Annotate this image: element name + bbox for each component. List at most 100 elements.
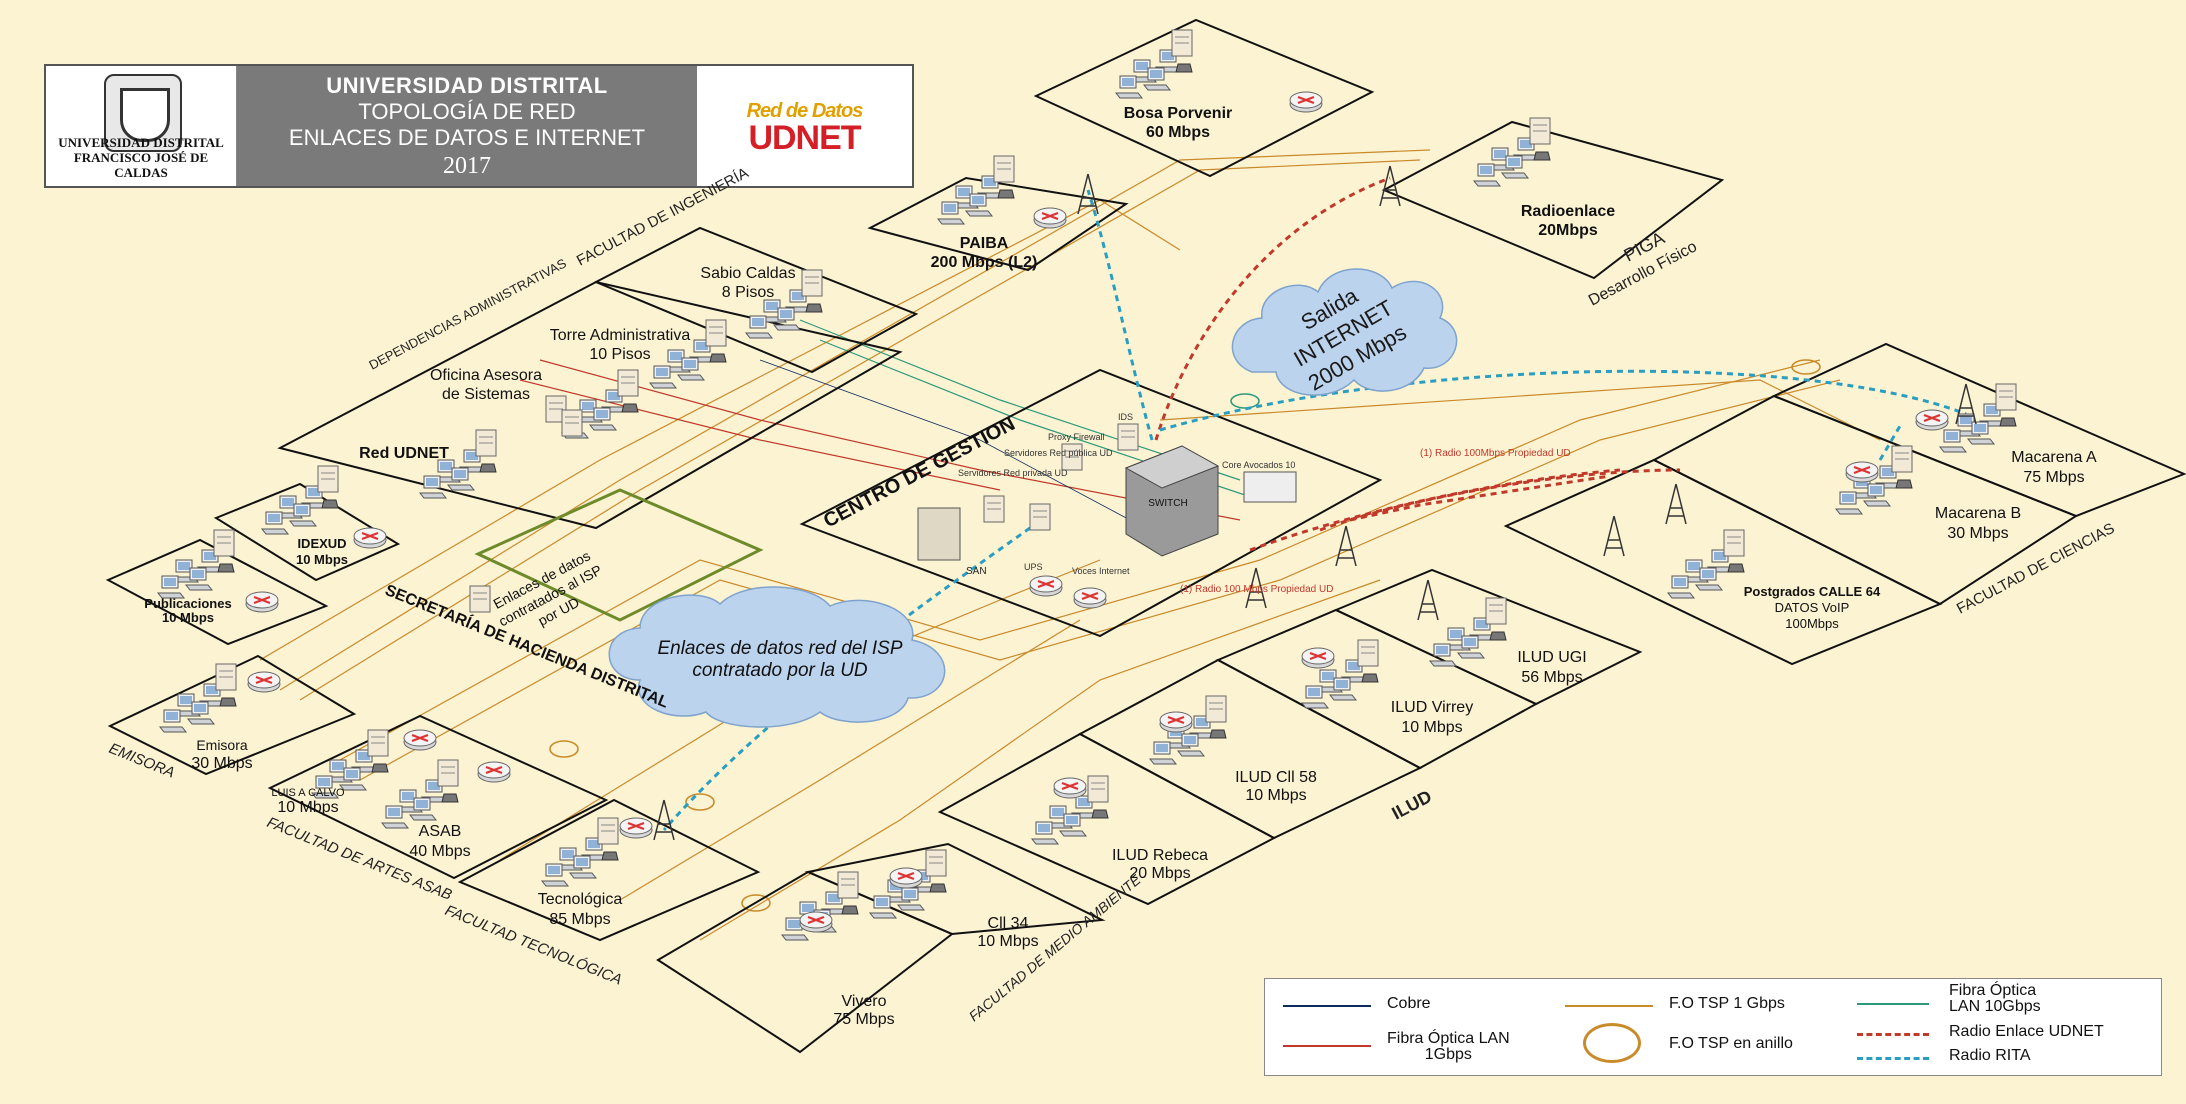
university-logo: UNIVERSIDAD DISTRITAL FRANCISCO JOSÉ DE … — [46, 66, 237, 186]
rebeca-name: ILUD Rebeca — [1112, 847, 1208, 864]
ugi-workgroup-icon — [1430, 598, 1506, 666]
macarena-b-name: Macarena B — [1935, 505, 2021, 522]
paiba-speed: 200 Mbps (L2) — [931, 254, 1038, 271]
router-icon — [402, 728, 438, 752]
isp-line1: Enlaces de datos red del ISP — [657, 638, 902, 659]
outline-admin — [277, 280, 903, 530]
router-icon — [618, 816, 654, 840]
outline-centro — [799, 368, 1383, 638]
internet-cloud: Salida INTERNET 2000 Mbps — [1231, 268, 1458, 396]
radio-notes: (1) Radio 100Mbps Propiedad UD (1) Radio… — [1180, 448, 1571, 595]
router-icon — [1028, 574, 1064, 598]
outline-paiba — [867, 176, 1129, 272]
header-banner: UNIVERSIDAD DISTRITAL FRANCISCO JOSÉ DE … — [44, 64, 914, 188]
asab-speed: 40 Mbps — [409, 843, 470, 860]
postgrados-workgroup-icon — [1668, 530, 1744, 598]
isp-line2: contratado por la UD — [692, 660, 868, 681]
router-icon — [352, 526, 388, 550]
header-title: UNIVERSIDAD DISTRITAL TOPOLOGÍA DE RED E… — [237, 66, 697, 186]
outline-idexud — [213, 482, 401, 582]
brand-top: Red de Datos — [746, 99, 864, 122]
antenna-icon — [1665, 483, 1687, 525]
brand-main: UDNET — [748, 118, 861, 157]
radioenlace-name: Radioenlace — [1521, 203, 1615, 220]
voices-label: Voces Internet — [1072, 566, 1130, 576]
router-icon — [888, 866, 924, 890]
calvo-name: LUIS A CALVO — [271, 787, 345, 799]
virrey-name: ILUD Virrey — [1391, 699, 1473, 716]
publicaciones-name: Publicaciones — [144, 596, 231, 611]
bosa-speed: 60 Mbps — [1146, 124, 1210, 141]
radioenlace-workgroup-icon — [1474, 118, 1550, 186]
postgrados-name: Postgrados CALLE 64 — [1744, 584, 1881, 599]
server-rack-icon — [561, 409, 583, 437]
router-icon — [1072, 586, 1108, 610]
outline-ilud-rebeca — [937, 732, 1277, 906]
rebeca-speed: 20 Mbps — [1129, 865, 1190, 882]
router-icon — [1300, 646, 1336, 670]
paiba-workgroup-icon — [938, 156, 1014, 224]
outline-enlaces-isp — [474, 488, 764, 622]
tecnologica-workgroup-icon — [542, 818, 618, 886]
outline-tecnologica — [457, 798, 761, 942]
site-outlines — [105, 18, 2186, 1054]
vivero-name: Vivero — [841, 993, 886, 1010]
proxy-label: Proxy Firewall — [1048, 432, 1105, 442]
cll58-speed: 10 Mbps — [1245, 787, 1306, 804]
publicaciones-speed: 10 Mbps — [162, 610, 214, 625]
radio-note-2: (1) Radio 100 Mbps Propiedad UD — [1180, 584, 1333, 595]
group-dependencias: DEPENDENCIAS ADMINISTRATIVAS — [366, 255, 569, 372]
node-labels: Bosa Porvenir 60 Mbps PAIBA 200 Mbps (L2… — [144, 105, 2097, 1028]
cll58-workgroup-icon — [1150, 696, 1226, 764]
publicaciones-workgroup-icon — [158, 530, 234, 598]
legend-fo-tsp-swatch — [1565, 1005, 1653, 1007]
switch-label: SWITCH — [1148, 498, 1187, 509]
torre-speed: 10 Pisos — [589, 346, 650, 363]
macarena-b-speed: 30 Mbps — [1947, 525, 2008, 542]
postgrados-speed: 100Mbps — [1785, 616, 1839, 631]
sabio-speed: 8 Pisos — [722, 284, 774, 301]
cll58-name: ILUD Cll 58 — [1235, 769, 1317, 786]
ups-label: UPS — [1024, 562, 1043, 572]
router-icon — [476, 760, 512, 784]
isp-cloud: Enlaces de datos red del ISP contratado … — [608, 586, 946, 728]
san-icon — [917, 507, 961, 561]
udnet-workgroup-icon — [420, 430, 496, 498]
macarena-a-name: Macarena A — [2011, 449, 2097, 466]
hacienda-server-icon — [469, 585, 491, 613]
oficina-name: Oficina Asesora — [430, 367, 542, 384]
emisora-name: Emisora — [196, 737, 248, 753]
title-year: 2017 — [443, 152, 491, 179]
router-icon — [1158, 710, 1194, 734]
server-icon — [1029, 503, 1051, 531]
macarena-b-workgroup-icon — [1836, 446, 1912, 514]
sabio-name: Sabio Caldas — [700, 265, 795, 282]
idexud-speed: 10 Mbps — [296, 552, 348, 567]
ugi-speed: 56 Mbps — [1521, 669, 1582, 686]
radioenlace-speed: 20Mbps — [1538, 222, 1598, 239]
legend-radio-rita-swatch — [1857, 1057, 1929, 1060]
fo-ring-symbols — [549, 359, 1821, 912]
outline-cll34 — [804, 842, 1106, 936]
org-name-line1: UNIVERSIDAD DISTRITAL — [58, 135, 224, 150]
bosa-name: Bosa Porvenir — [1124, 105, 1232, 122]
router-icon — [798, 910, 834, 934]
legend-ring-icon — [1583, 1023, 1641, 1063]
outline-ilud-cll58 — [1077, 658, 1423, 840]
router-icon — [1288, 90, 1324, 114]
router-icon — [1844, 460, 1880, 484]
asab-name: ASAB — [419, 823, 462, 840]
antenna-icon — [1603, 515, 1625, 557]
router-icon — [1032, 206, 1068, 230]
asab-workgroup-icon — [382, 760, 458, 828]
postgrados-line2: DATOS VoIP — [1775, 600, 1850, 615]
servers-public-label: Servidores Red pública UD — [1004, 448, 1113, 458]
virrey-speed: 10 Mbps — [1401, 719, 1462, 736]
outline-ilud-ugi — [1333, 568, 1643, 706]
outline-macarena-a — [1771, 342, 2186, 518]
title-line3: ENLACES DE DATOS E INTERNET — [288, 124, 646, 150]
san-label: SAN — [966, 566, 987, 577]
tecnologica-speed: 85 Mbps — [549, 911, 610, 928]
ugi-name: ILUD UGI — [1517, 649, 1586, 666]
emisora-speed: 30 Mbps — [191, 755, 252, 772]
